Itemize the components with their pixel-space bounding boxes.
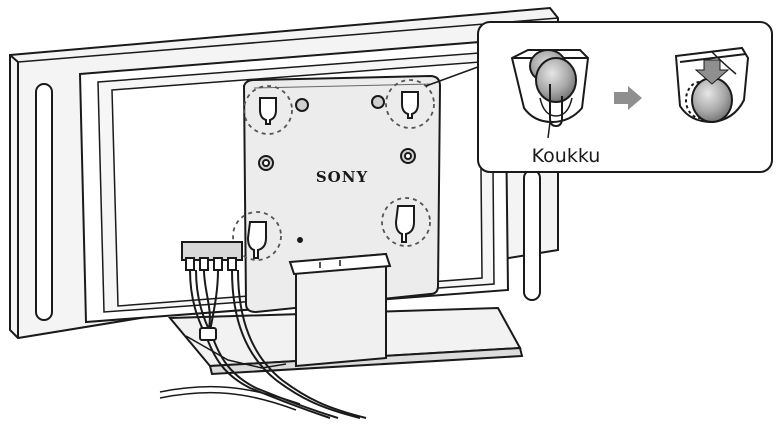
cable-clip xyxy=(199,327,217,341)
rear-mount-panel xyxy=(242,74,442,314)
panel-screws xyxy=(258,95,416,243)
screw-top-left xyxy=(295,98,309,112)
right-arrow-icon xyxy=(614,86,642,110)
highlight-top-right xyxy=(385,79,435,129)
highlight-bottom-right xyxy=(381,197,431,247)
hook-callout: Koukku xyxy=(477,21,773,173)
cables xyxy=(159,269,367,419)
koukku-pointer-line xyxy=(547,121,551,139)
koukku-label: Koukku xyxy=(532,145,601,167)
hook-after xyxy=(674,46,750,124)
cable-connectors xyxy=(181,241,243,271)
hook-before xyxy=(510,49,590,128)
right-speaker-slot xyxy=(523,169,541,301)
screw-top-right xyxy=(371,95,385,109)
hook-slots xyxy=(246,91,419,259)
callout-leader-line xyxy=(425,63,487,87)
highlight-circles xyxy=(232,79,435,261)
hook-wire xyxy=(549,84,563,128)
connector-block xyxy=(181,241,243,261)
left-speaker-slot xyxy=(35,83,53,321)
sony-logo: SONY xyxy=(316,168,368,186)
highlight-top-left xyxy=(243,85,293,135)
hook-slot-top-left xyxy=(259,97,277,125)
highlight-bottom-left xyxy=(232,211,282,261)
hook-slot-bottom-right xyxy=(394,205,415,243)
hook-slot-bottom-left xyxy=(246,221,267,259)
stand-neck xyxy=(288,252,392,368)
knob-before-front xyxy=(535,57,577,103)
hook-slot-top-right xyxy=(401,91,419,119)
